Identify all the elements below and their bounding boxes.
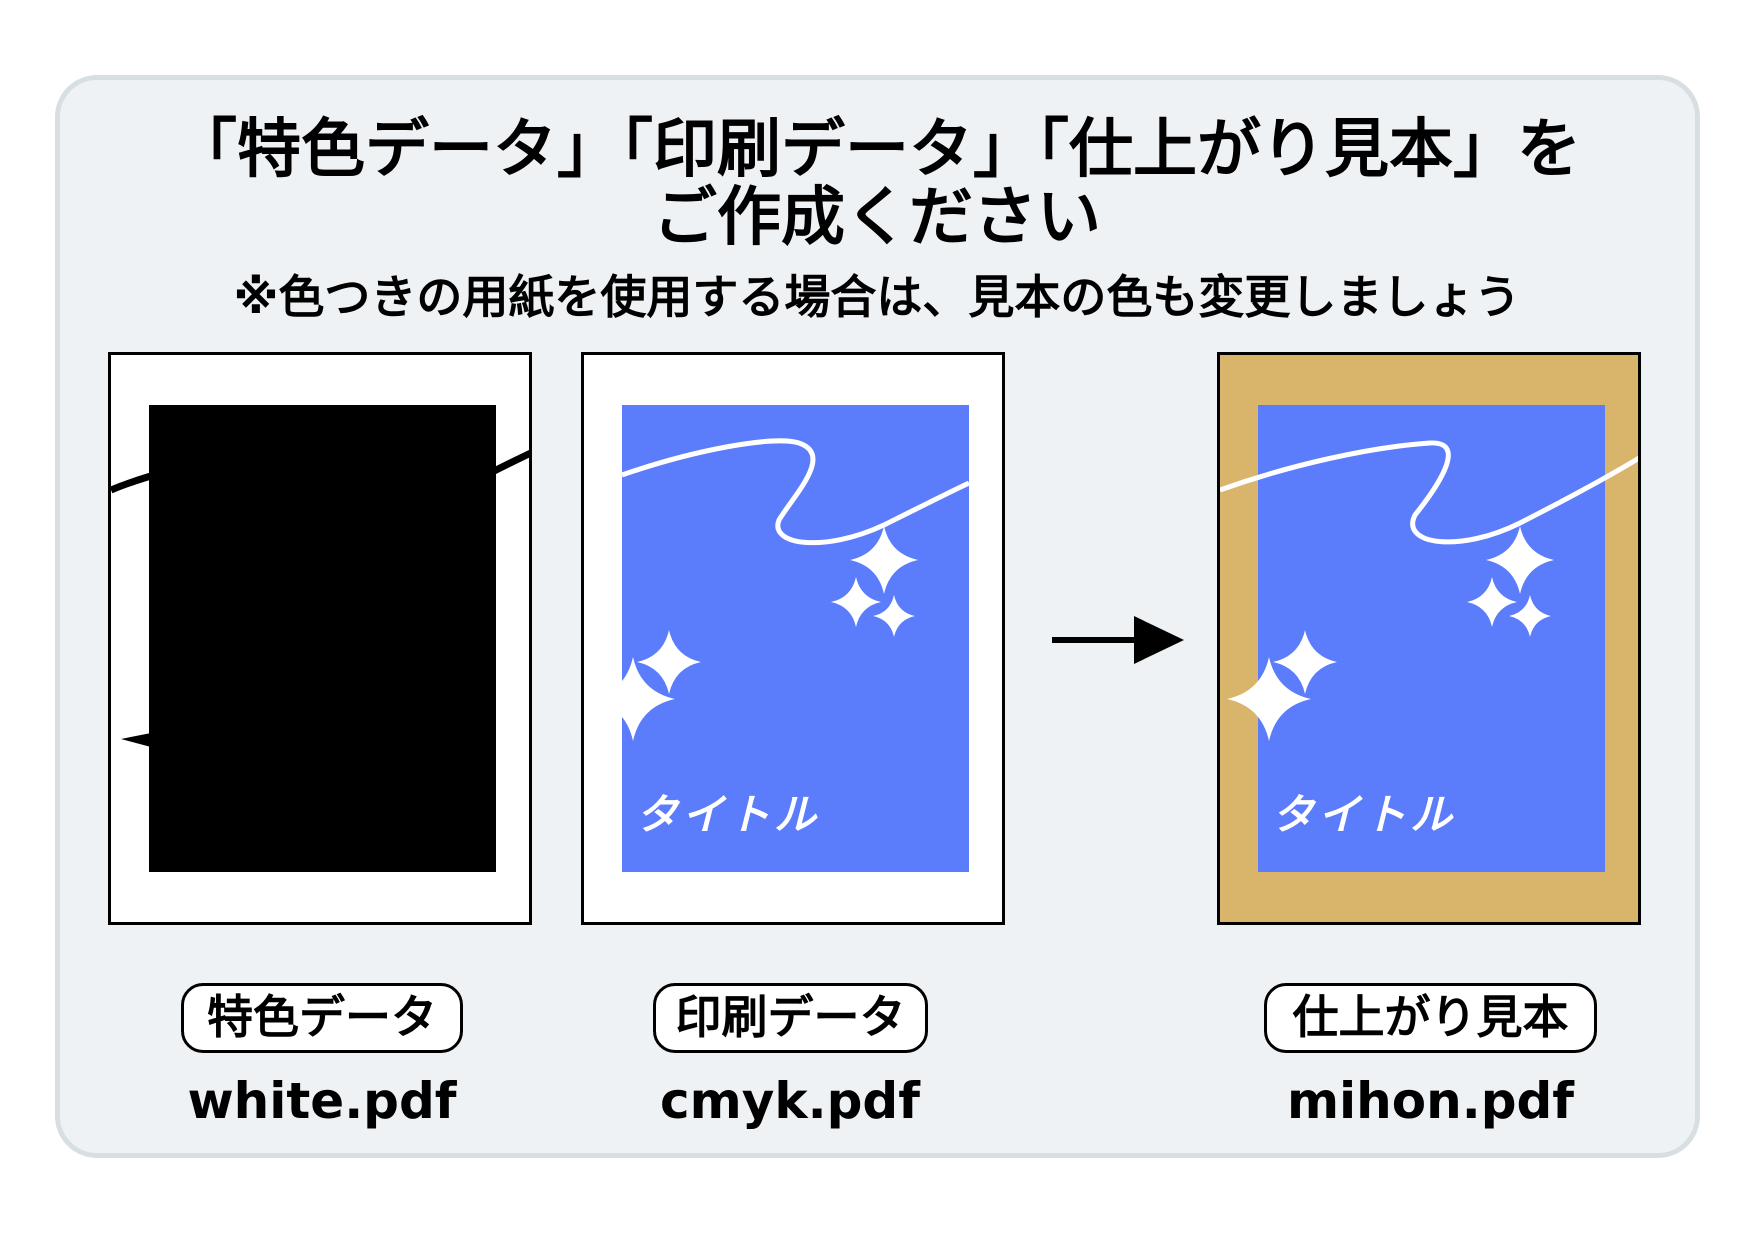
sparkle-icon (1509, 595, 1551, 637)
sample-artwork (1220, 405, 1638, 872)
sparkle-icon (873, 595, 915, 637)
sparkle-icon (1227, 657, 1311, 741)
print-data-artwork (591, 405, 971, 872)
heading-line-1: 「特色データ」「印刷データ」「仕上がり見本」を (173, 113, 1581, 187)
sparkle-icon (1486, 526, 1554, 594)
spot-data-artwork (111, 405, 529, 872)
sparkle-icon (1273, 630, 1337, 694)
sparkle-icon (831, 577, 881, 627)
heading-line-2: ご作成ください (653, 181, 1101, 255)
print-data-card: タイトル (581, 352, 1005, 925)
print-design-decor (621, 438, 971, 546)
spot-sparkle-fragment (121, 733, 151, 747)
print-file-name: cmyk.pdf (660, 1072, 920, 1130)
spot-data-card (108, 352, 532, 925)
print-data-tag: 印刷データ (653, 983, 928, 1053)
print-design-area (622, 405, 969, 872)
print-design-title: タイトル (636, 790, 821, 839)
sample-wave-line (1220, 440, 1638, 545)
spot-data-tag: 特色データ (181, 983, 463, 1053)
arrow-right-icon (1052, 616, 1184, 664)
sparkle-icon (1467, 577, 1517, 627)
spot-file-name: white.pdf (187, 1072, 457, 1130)
print-wave-line (621, 438, 971, 546)
sample-design-title: タイトル (1272, 790, 1457, 839)
note-text: ※色つきの用紙を使用する場合は、見本の色も変更しましょう (233, 270, 1521, 324)
sample-tag: 仕上がり見本 (1264, 983, 1597, 1053)
sparkle-icon (850, 526, 918, 594)
sparkle-icon (591, 657, 675, 741)
finished-sample-card: タイトル (1217, 352, 1641, 925)
sample-file-name: mihon.pdf (1286, 1072, 1575, 1130)
sample-design-area (1258, 405, 1605, 872)
sparkle-icon (637, 630, 701, 694)
spot-color-block (149, 405, 496, 872)
